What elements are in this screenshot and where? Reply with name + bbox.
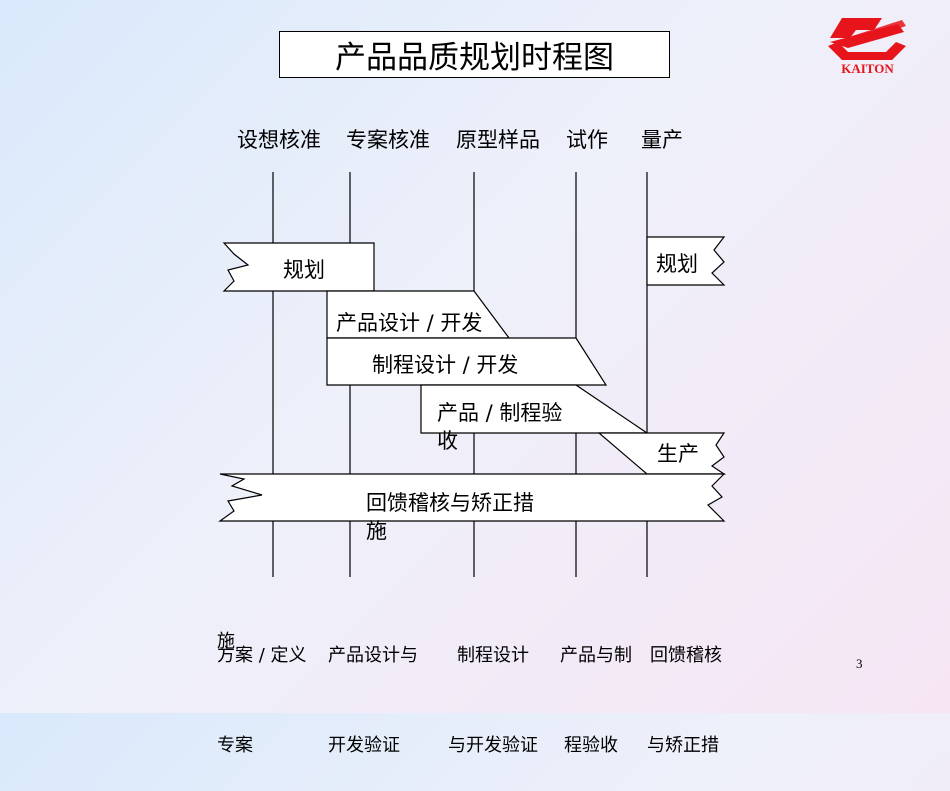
acceptance-label-line2: 收 — [437, 429, 458, 453]
feedback-label-line2: 施 — [366, 519, 387, 543]
output-process-verification-line1: 制程设计 — [457, 645, 529, 666]
phase-project-approval: 专案核准 — [346, 128, 430, 152]
phase-concept-approval: 设想核准 — [237, 128, 321, 152]
output-definition-line1: 方案 / 定义 — [217, 645, 307, 666]
output-definition-line2: 专案 — [217, 735, 253, 756]
product-design-label: 产品设计 / 开发 — [336, 311, 483, 335]
plan-left-box — [222, 242, 375, 292]
output-feedback-line1: 回馈稽核 — [650, 645, 722, 666]
output-feedback: 回馈稽核 与矫正措 — [647, 581, 722, 791]
output-acceptance-line1: 产品与制 — [560, 645, 632, 666]
plan-right-box — [646, 236, 726, 286]
process-design-box — [326, 337, 608, 386]
acceptance-label-line1: 产品 / 制程验 — [437, 401, 563, 425]
page-number: 3 — [856, 656, 863, 671]
output-product-verification-line1: 产品设计与 — [328, 645, 418, 666]
phase-prototype: 原型样品 — [456, 128, 540, 152]
feedback-band — [218, 473, 726, 522]
page-title: 产品品质规划时程图 — [279, 31, 670, 78]
process-design-label: 制程设计 / 开发 — [372, 353, 519, 377]
phase-mass-production: 量产 — [641, 128, 683, 152]
output-process-verification: 制程设计 与开发验证 — [448, 581, 538, 791]
output-acceptance-line2: 程验收 — [564, 735, 618, 756]
plan-right-label: 规划 — [656, 252, 698, 276]
phase-pilot-run: 试作 — [566, 128, 608, 152]
logo-text: KAITON — [841, 61, 894, 76]
output-acceptance: 产品与制 程验收 — [560, 581, 632, 791]
output-product-verification: 产品设计与 开发验证 — [328, 581, 418, 791]
output-definition: 方案 / 定义 专案 — [217, 581, 307, 791]
plan-left-label: 规划 — [283, 258, 325, 282]
output-process-verification-line2: 与开发验证 — [448, 735, 538, 756]
production-label: 生产 — [657, 442, 699, 466]
kaiton-logo — [828, 18, 906, 60]
output-feedback-line2: 与矫正措 — [647, 735, 719, 756]
feedback-label-line1: 回馈稽核与矫正措 — [366, 491, 534, 515]
output-definition-line3: 施 — [217, 631, 235, 652]
timeline-diagram — [218, 172, 726, 577]
output-product-verification-line2: 开发验证 — [328, 735, 400, 756]
